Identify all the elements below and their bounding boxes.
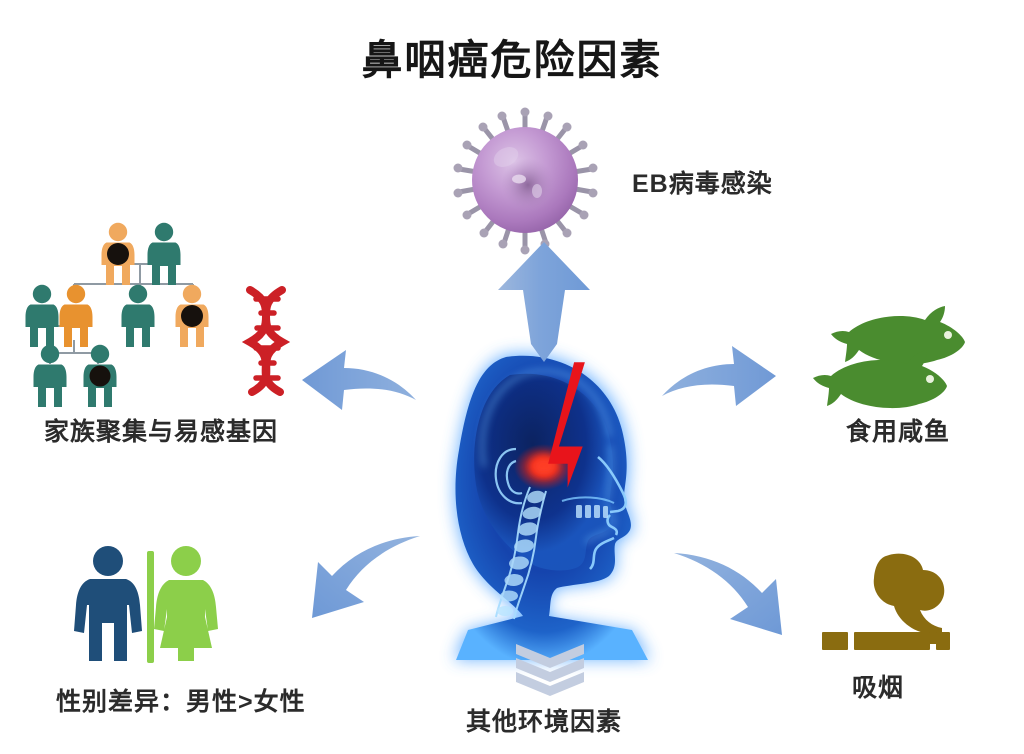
- fish-upper: [831, 306, 965, 365]
- label-eb-virus: EB病毒感染: [632, 170, 773, 198]
- label-family-genes: 家族聚集与易感基因: [44, 418, 279, 446]
- page-title: 鼻咽癌危险因素: [361, 37, 663, 83]
- pedigree-person: [25, 284, 59, 347]
- cigarette-smoke: [873, 553, 945, 644]
- gender-symbols-icon: [68, 543, 223, 666]
- arrow-left-icon: [298, 342, 418, 427]
- female-figure: [154, 546, 218, 661]
- pedigree-person: [121, 284, 155, 347]
- nasopharynx-head-diagram: [420, 345, 690, 660]
- label-smoking: 吸烟: [852, 674, 905, 702]
- pedigree-person: [59, 284, 93, 347]
- fish-icon: [813, 300, 990, 409]
- arrow-down-right-icon: [668, 543, 800, 655]
- ear: [494, 447, 523, 505]
- pedigree-person: [33, 344, 67, 407]
- fish-lower: [813, 350, 947, 409]
- family-tree-icon: [25, 222, 223, 407]
- label-gender: 性别差异：男性>女性: [56, 688, 306, 716]
- male-figure: [74, 546, 142, 661]
- arrow-right-icon: [655, 340, 780, 425]
- pedigree-person: [83, 344, 117, 407]
- cervical-spine: [495, 486, 547, 620]
- gender-divider: [147, 551, 154, 663]
- dna-helix-icon: [226, 282, 310, 397]
- cigarette-body: [822, 632, 950, 650]
- chevrons-down-icon: [508, 642, 592, 697]
- pedigree-person: [147, 222, 181, 285]
- virus-icon: [440, 95, 610, 265]
- arrow-up-icon: [487, 238, 602, 363]
- arrow-down-left-icon: [298, 528, 428, 640]
- pedigree-person: [101, 222, 135, 285]
- label-salted-fish: 食用咸鱼: [846, 418, 951, 446]
- face-profile: [588, 455, 628, 570]
- label-other-environment: 其他环境因素: [466, 708, 623, 736]
- virus-core: [501, 158, 555, 212]
- cigarette-icon: [820, 548, 985, 653]
- teeth: [561, 496, 615, 518]
- pedigree-person: [175, 284, 209, 347]
- lightning-bolt-icon: [548, 362, 585, 488]
